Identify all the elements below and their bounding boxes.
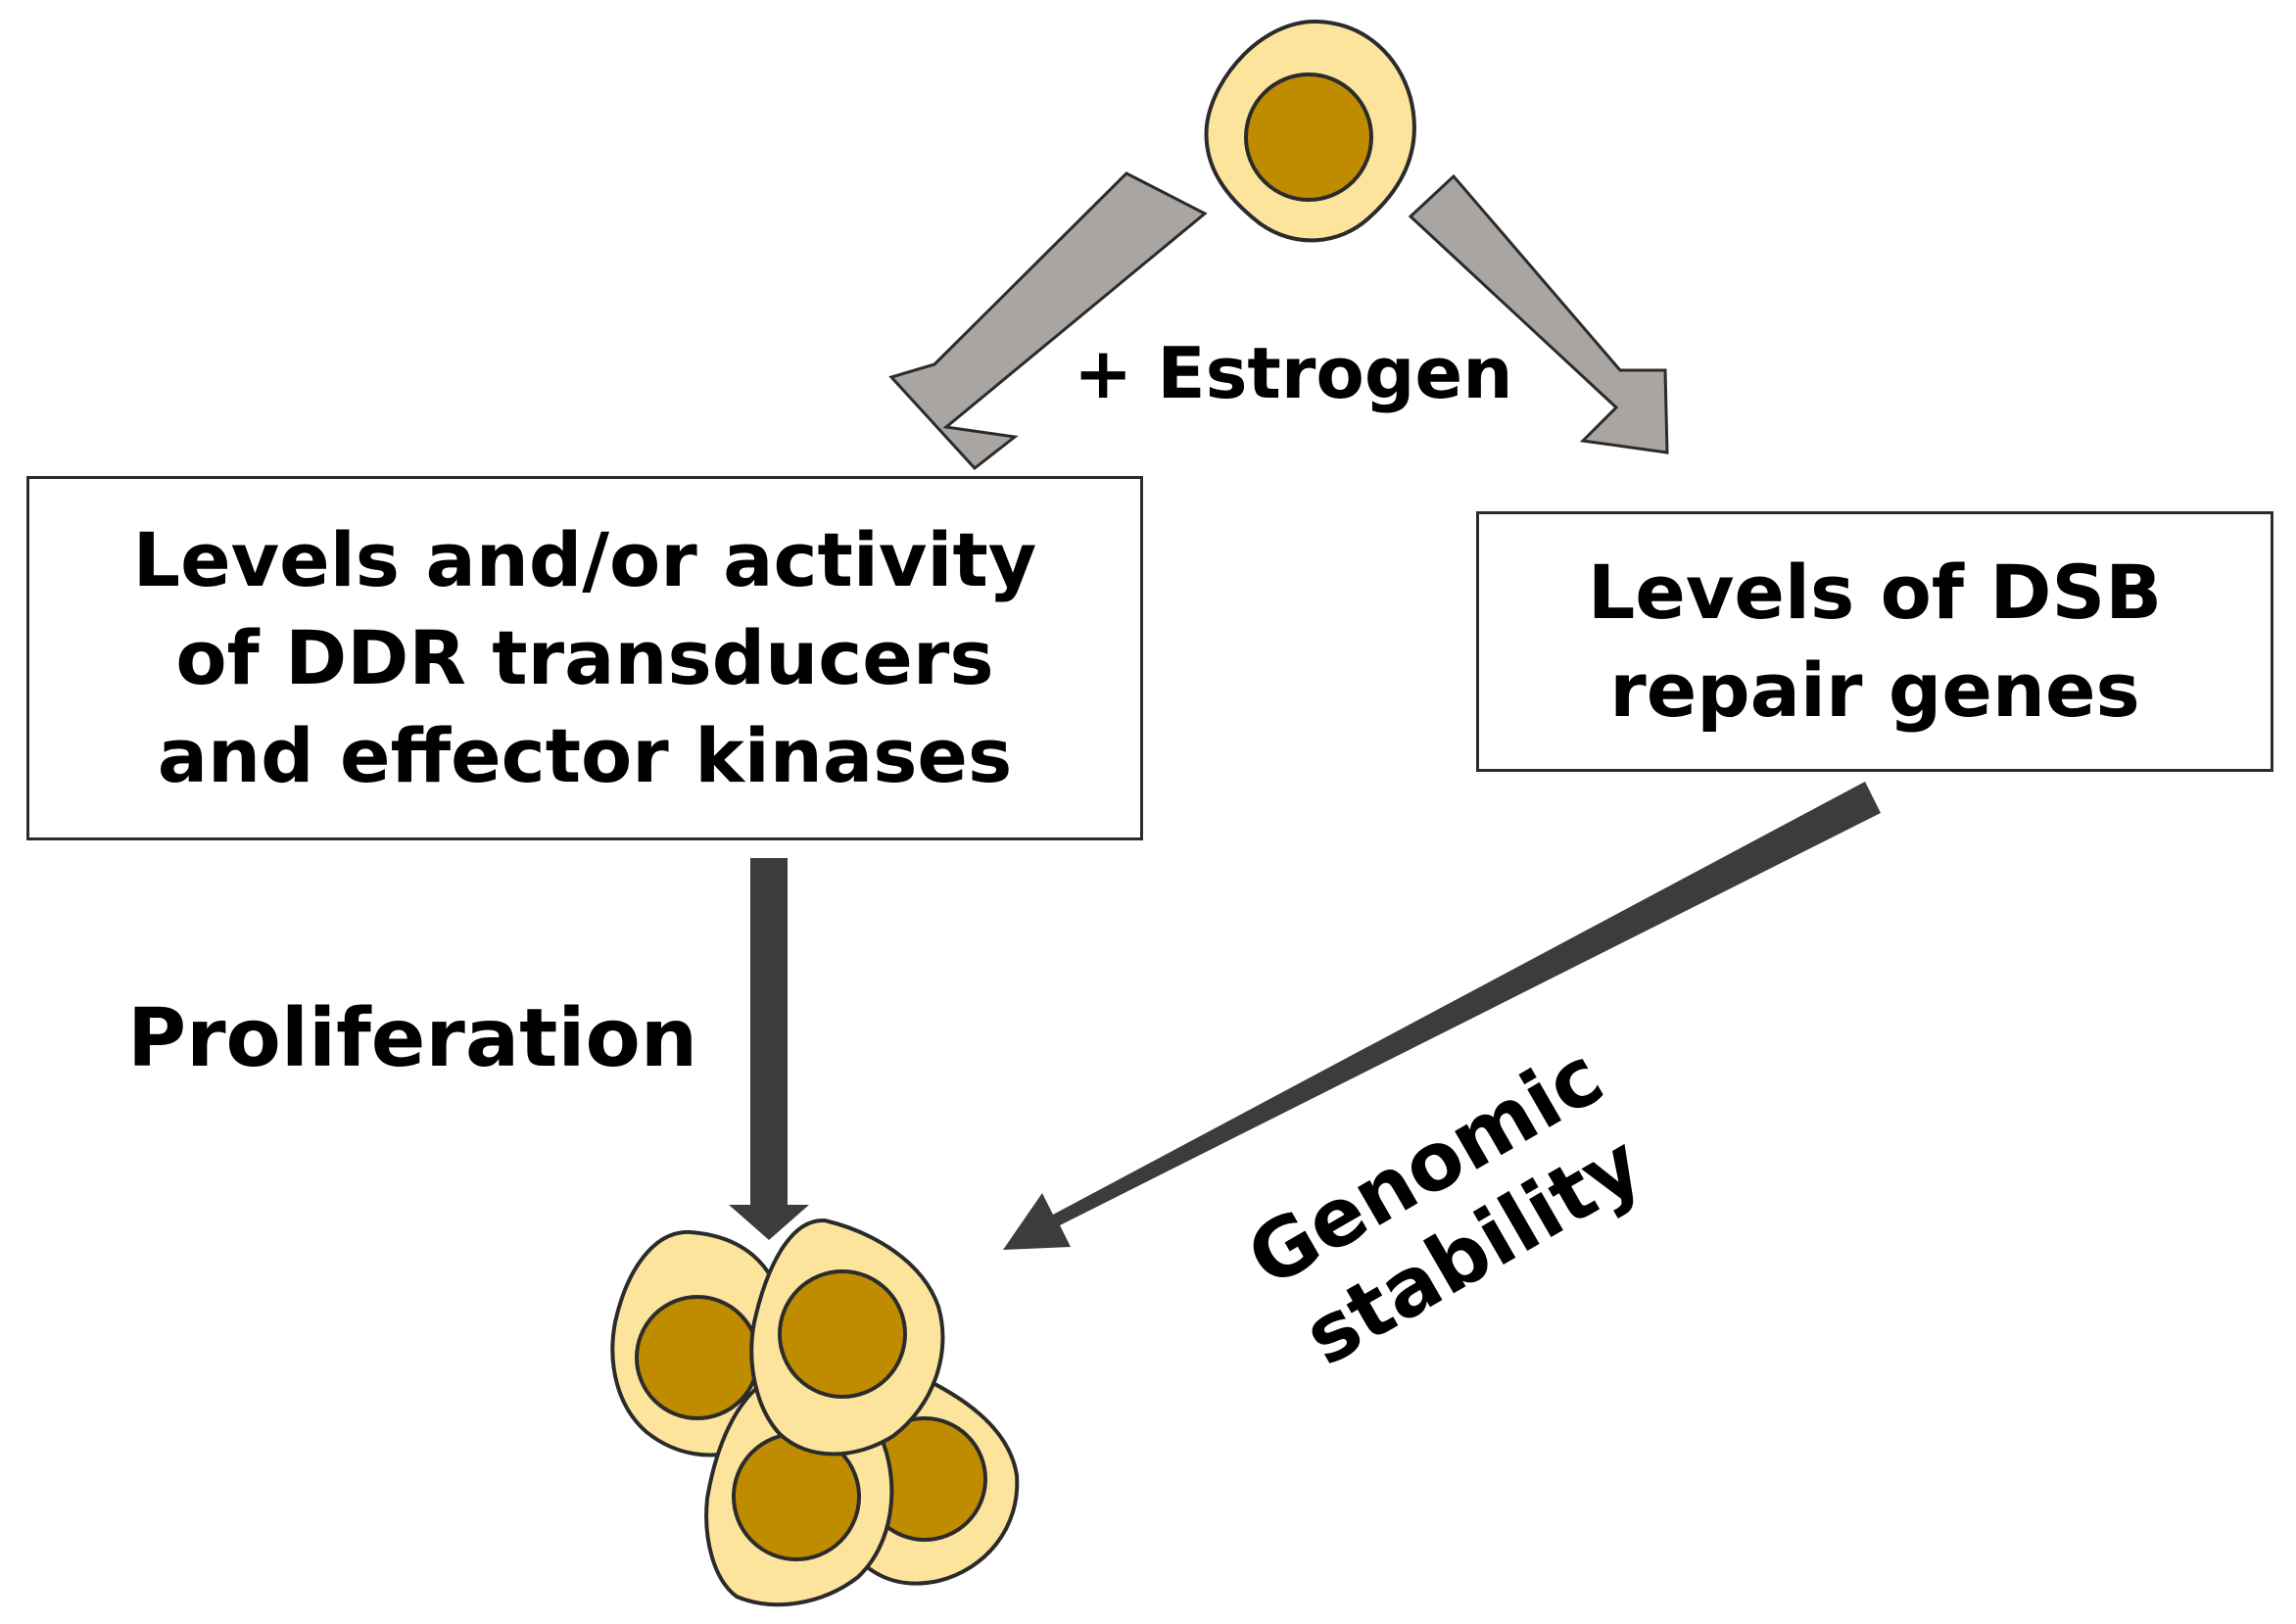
- inhibition-arrow: [888, 171, 1208, 471]
- ddr-kinases-box: Levels and/or activity of DDR transducer…: [26, 476, 1143, 840]
- ddr-kinases-line-1: Levels and/or activity: [132, 516, 1037, 603]
- single-cell: [1204, 19, 1416, 243]
- dsb-repair-box: Levels of DSB repair genes: [1476, 511, 2273, 772]
- proliferation-label: Proliferation: [127, 992, 698, 1085]
- cluster-cell-2: [749, 1218, 945, 1457]
- dsb-repair-line-1: Levels of DSB: [1587, 549, 2163, 636]
- dsb-repair-line-2: repair genes: [1609, 646, 2140, 734]
- genomic-stability-arrow: [1003, 782, 1881, 1250]
- ddr-kinases-line-3: and effector kinases: [157, 712, 1013, 799]
- ddr-kinases-line-2: of DDR transducers: [175, 614, 994, 701]
- single-cell-nucleus: [1244, 72, 1373, 202]
- activation-arrow: [1408, 173, 1669, 454]
- estrogen-label: + Estrogen: [1074, 332, 1513, 414]
- cell-cluster: [610, 1218, 1020, 1607]
- proliferation-arrow: [729, 858, 809, 1240]
